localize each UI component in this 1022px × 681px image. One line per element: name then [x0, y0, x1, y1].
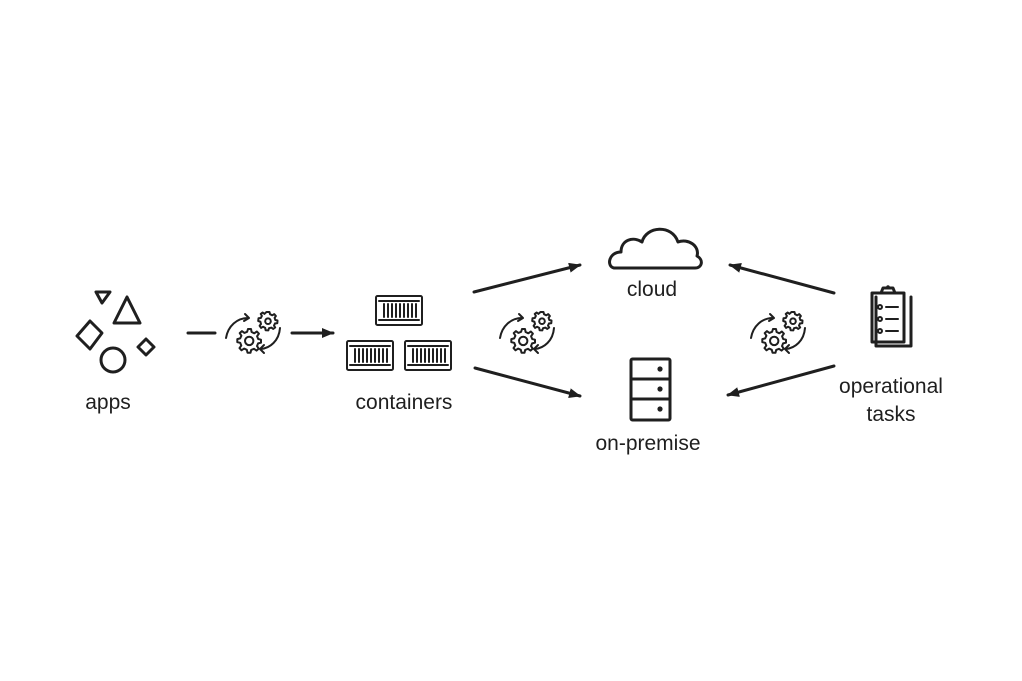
arrow-tasks-to-cloud	[728, 263, 836, 295]
apps-label: apps	[85, 391, 131, 414]
cloud-label: cloud	[627, 278, 677, 301]
on-premise-label: on-premise	[595, 432, 700, 455]
server-rack-icon	[629, 357, 672, 422]
gears-cycle-icon	[751, 312, 805, 353]
operational-tasks-label-line2: tasks	[866, 403, 915, 426]
cloud-icon	[608, 227, 703, 270]
containers-label: containers	[356, 391, 453, 414]
arrow-containers-to-cloud	[472, 262, 582, 294]
arrow-containers-to-on-premise	[473, 366, 582, 398]
operational-tasks-label-line1: operational	[839, 375, 943, 398]
apps-shapes-icon	[75, 290, 156, 374]
shipping-containers-icon	[346, 295, 452, 371]
arrow-tasks-to-on-premise	[726, 364, 836, 397]
gears-cycle-icon	[226, 312, 280, 353]
gears-cycle-icon	[500, 312, 554, 353]
clipboard-checklist-icon	[870, 285, 913, 348]
